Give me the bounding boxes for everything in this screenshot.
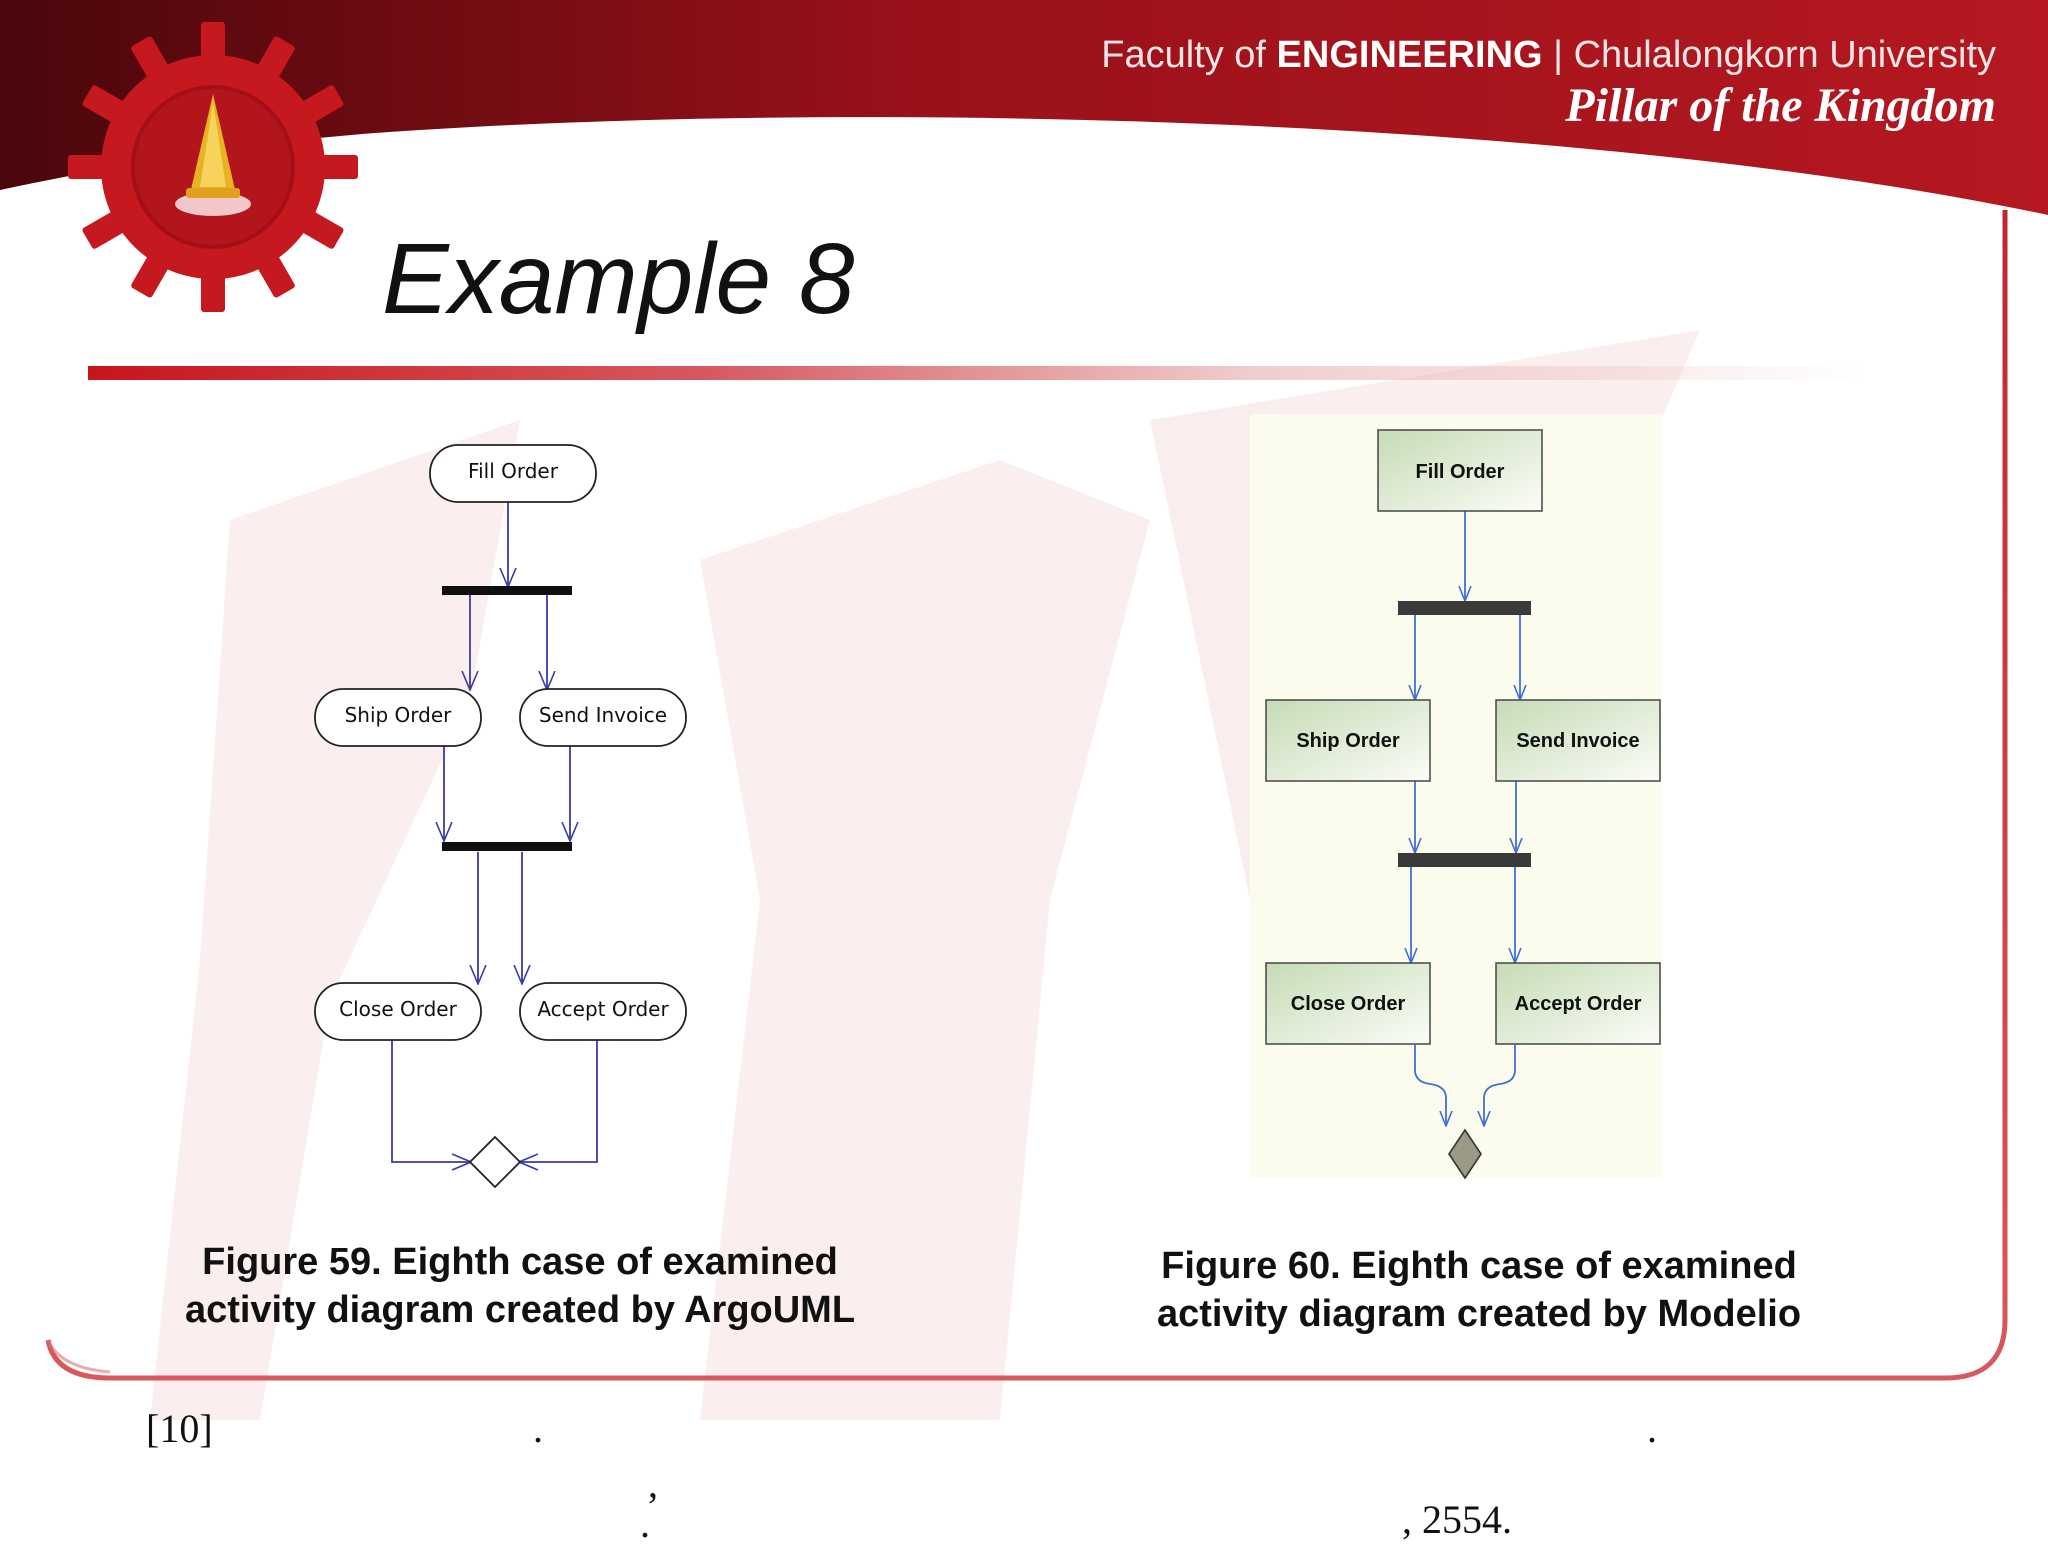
title-divider — [88, 366, 1868, 380]
fork-bar — [1398, 601, 1531, 615]
action-send-invoice: Send Invoice — [519, 688, 687, 747]
action-fill-order: Fill Order — [429, 444, 597, 503]
figure60-caption-line2: activity diagram created by Modelio — [1156, 1293, 1802, 1335]
figure59-caption-line1: Figure 59. Eighth case of examined — [202, 1241, 838, 1283]
faculty-heading: Faculty of ENGINEERING | Chulalongkorn U… — [1101, 34, 1996, 76]
reference-dot-3: . — [640, 1501, 650, 1546]
slide-title: Example 8 — [382, 223, 855, 335]
edge-close-to-merge — [391, 1040, 471, 1162]
edge-accept-to-merge — [519, 1040, 598, 1162]
merge-node — [1448, 1128, 1482, 1180]
figure59-caption: Figure 59. Eighth case of examined activ… — [185, 1238, 855, 1334]
svg-text:Ship Order: Ship Order — [345, 703, 453, 727]
edge-accept-to-merge — [1484, 1045, 1516, 1126]
join-bar — [442, 842, 572, 851]
argouml-activity-diagram: Fill Order Ship Order Send Invoice Close… — [314, 444, 687, 1189]
action-accept-order: Accept Order — [519, 982, 687, 1041]
reference-year: , 2554. — [1402, 1497, 1512, 1542]
svg-text:Close Order: Close Order — [1291, 993, 1406, 1015]
crown-emblem-icon — [175, 94, 251, 216]
university-motto: Pillar of the Kingdom — [1565, 79, 1996, 132]
modelio-activity-diagram: Fill Order Ship Order Send Invoice Close… — [1250, 414, 1662, 1180]
diagram-canvas — [1250, 414, 1662, 1178]
action-accept-order: Accept Order — [1495, 962, 1661, 1045]
fork-bar — [442, 586, 572, 595]
svg-text:Accept Order: Accept Order — [1515, 993, 1642, 1015]
action-send-invoice: Send Invoice — [1495, 699, 1661, 782]
reference-dot-1: . — [533, 1406, 543, 1451]
svg-text:Fill Order: Fill Order — [1416, 461, 1505, 483]
reference-number: [10] — [146, 1406, 213, 1451]
action-close-order: Close Order — [1265, 962, 1431, 1045]
join-bar — [1398, 853, 1531, 867]
svg-text:Send Invoice: Send Invoice — [539, 703, 667, 727]
merge-node — [468, 1135, 522, 1189]
edge-close-to-merge — [1414, 1045, 1446, 1126]
action-ship-order: Ship Order — [1265, 699, 1431, 782]
action-ship-order: Ship Order — [314, 688, 482, 747]
svg-text:Send Invoice: Send Invoice — [1516, 730, 1639, 752]
figure60-caption: Figure 60. Eighth case of examined activ… — [1157, 1242, 1801, 1338]
university-logo — [68, 22, 358, 312]
action-fill-order: Fill Order — [1377, 429, 1543, 512]
svg-text:Fill Order: Fill Order — [468, 459, 559, 483]
figure59-caption-line2: activity diagram created by ArgoUML — [184, 1289, 856, 1331]
svg-text:Accept Order: Accept Order — [537, 997, 669, 1021]
svg-text:Close Order: Close Order — [339, 997, 457, 1021]
reference-comma: , — [648, 1461, 658, 1506]
svg-text:Ship Order: Ship Order — [1296, 730, 1400, 752]
figure60-caption-line1: Figure 60. Eighth case of examined — [1161, 1245, 1797, 1287]
action-close-order: Close Order — [314, 982, 482, 1041]
reference-dot-2: . — [1647, 1406, 1657, 1451]
